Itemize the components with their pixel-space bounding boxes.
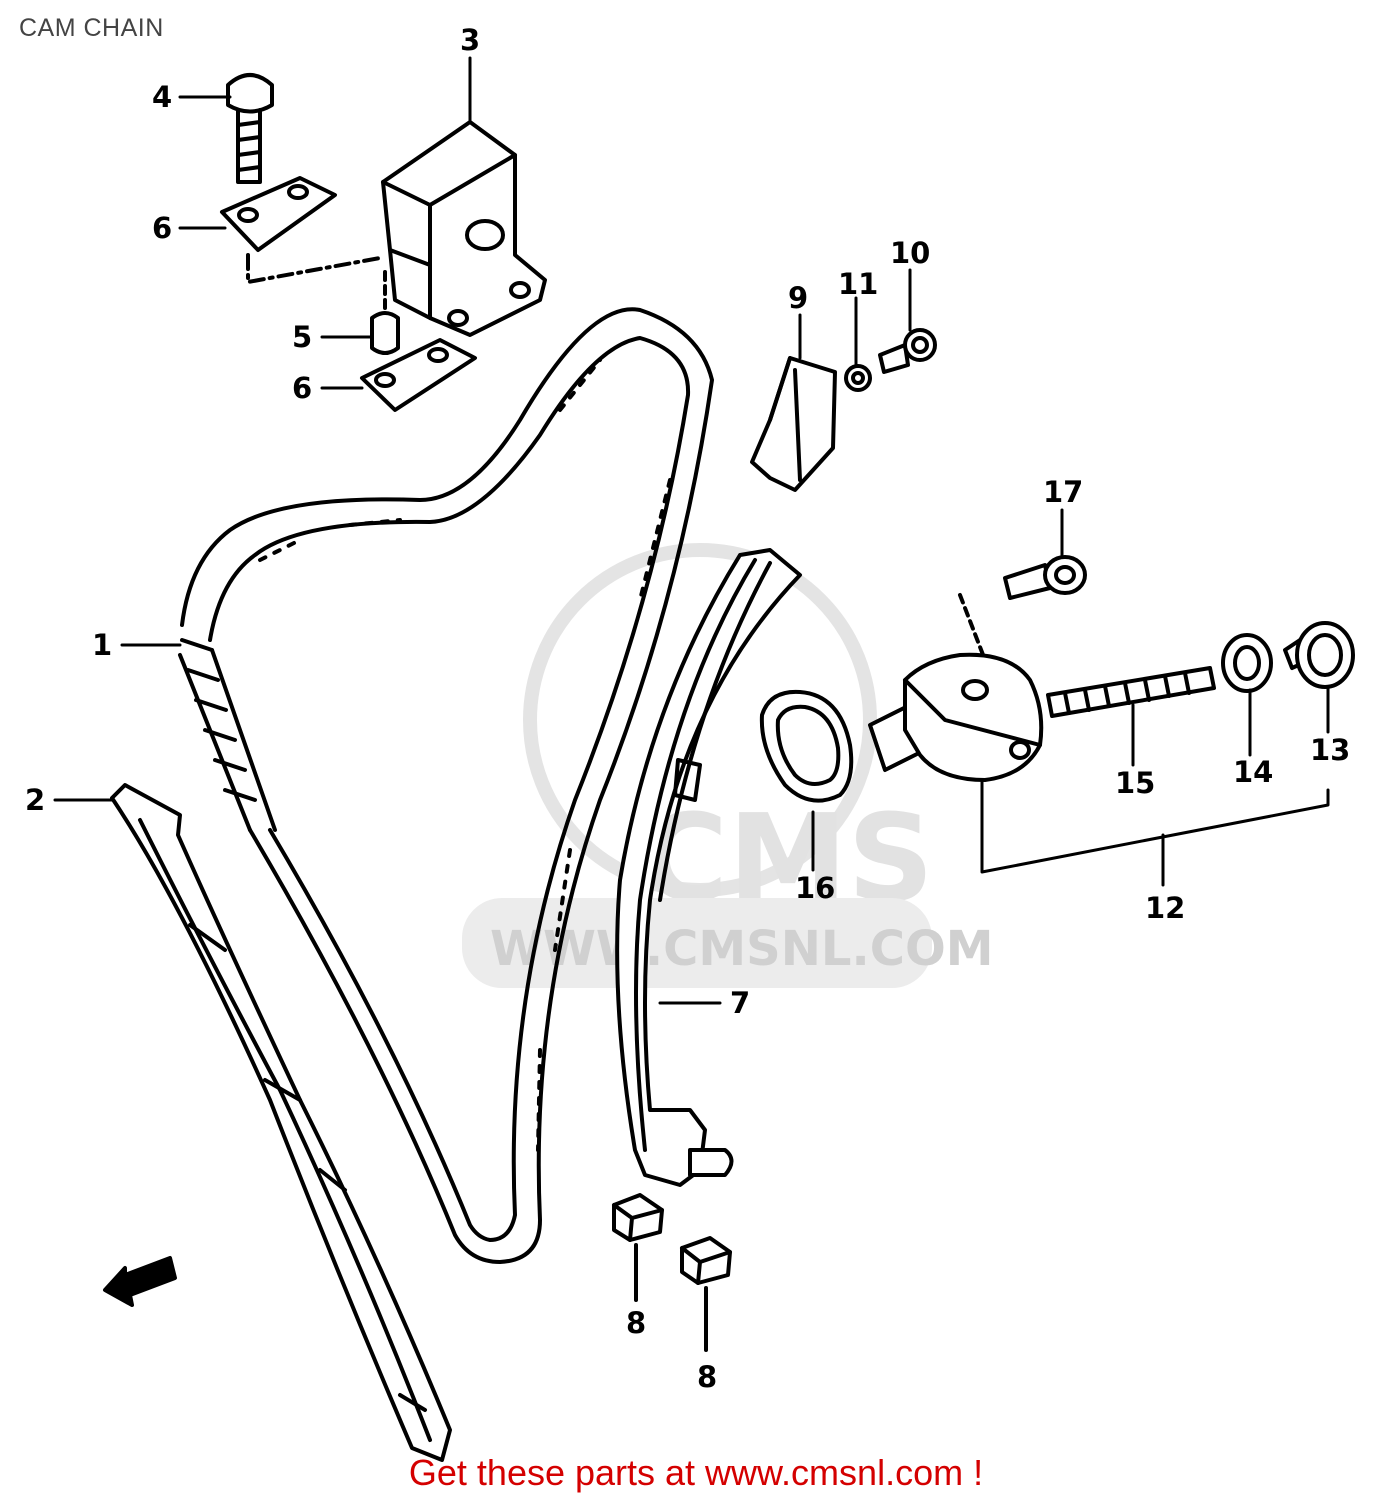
callout-6a: 6 (152, 211, 172, 245)
front-arrow-icon (103, 1256, 177, 1307)
callouts: 3 4 6 5 6 1 2 7 8 8 9 11 10 17 15 14 13 … (25, 23, 1350, 1394)
part-7-chain-guide-right[interactable] (615, 548, 802, 1187)
part-2-chain-guide-left[interactable] (110, 783, 452, 1462)
callout-4: 4 (152, 80, 172, 114)
part-6-plate-lower[interactable] (360, 338, 477, 412)
callout-5: 5 (292, 320, 312, 354)
part-10-bolt[interactable] (878, 328, 937, 374)
part-5-dowel[interactable] (370, 270, 400, 355)
callout-3: 3 (460, 23, 480, 57)
callout-1: 1 (92, 628, 112, 662)
callout-11: 11 (838, 267, 878, 301)
watermark: CMS WWW.CMSNL.COM (462, 543, 994, 988)
callout-9: 9 (788, 281, 808, 315)
callout-12: 12 (1145, 891, 1185, 925)
callout-7: 7 (730, 986, 750, 1020)
callout-8b: 8 (697, 1360, 717, 1394)
part-14-washer[interactable] (1221, 633, 1273, 693)
part-8-damper-b[interactable] (680, 1236, 732, 1352)
part-16-gasket[interactable] (759, 689, 854, 803)
part-6-plate-upper[interactable] (220, 176, 382, 284)
callout-14: 14 (1233, 755, 1273, 789)
part-15-spring[interactable] (1046, 666, 1216, 718)
footer-parts-link[interactable]: Get these parts at www.cmsnl.com ! (408, 1452, 984, 1493)
callout-8a: 8 (626, 1306, 646, 1340)
callout-2: 2 (25, 783, 45, 817)
part-13-cap[interactable] (1283, 621, 1355, 689)
callout-16: 16 (795, 871, 835, 905)
callout-17: 17 (1043, 475, 1083, 509)
callout-10: 10 (890, 236, 930, 270)
callout-15: 15 (1115, 766, 1155, 800)
diagram-title: CAM CHAIN (19, 14, 164, 42)
part-4-bolt[interactable] (226, 73, 274, 184)
leader-lines (53, 56, 1330, 1005)
part-8-damper-a[interactable] (612, 1193, 664, 1302)
callout-6b: 6 (292, 371, 312, 405)
part-11-washer[interactable] (844, 364, 872, 392)
callout-13: 13 (1310, 733, 1350, 767)
watermark-url: WWW.CMSNL.COM (490, 921, 994, 977)
part-17-bolt[interactable] (958, 555, 1087, 662)
part-9-cover[interactable] (750, 356, 837, 492)
part-1-cam-chain[interactable] (178, 307, 714, 1264)
part-12-tensioner-body[interactable] (868, 652, 1044, 782)
part-3-chain-guide-top[interactable] (381, 120, 547, 337)
